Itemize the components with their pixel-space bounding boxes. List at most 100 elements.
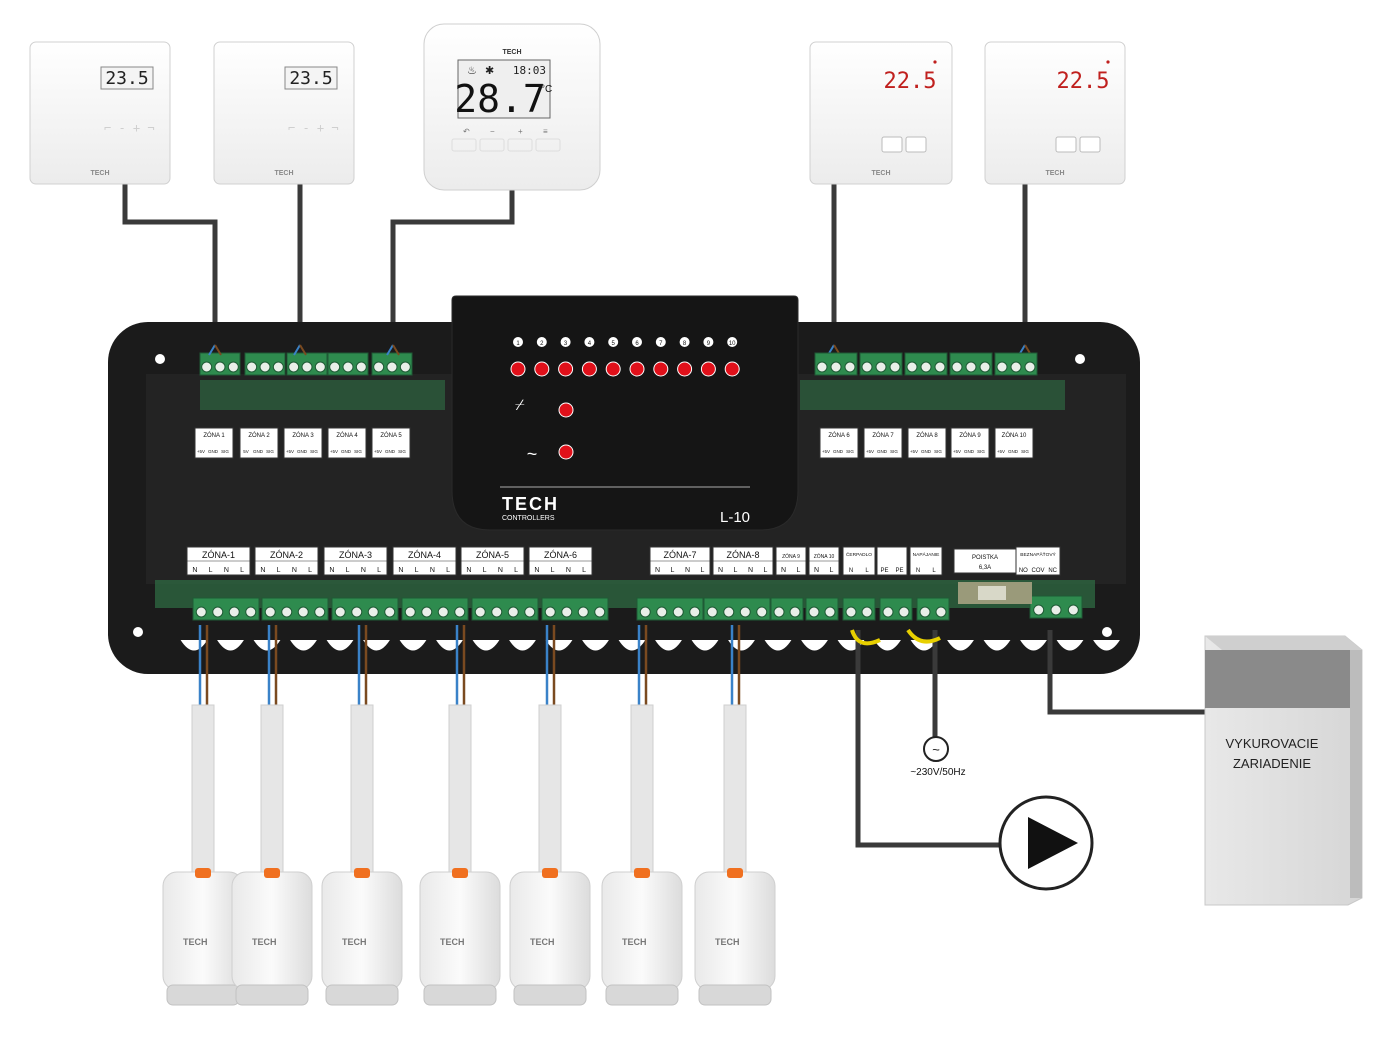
svg-text:~: ~ bbox=[932, 742, 940, 757]
cable-clamp bbox=[654, 639, 683, 652]
zone-sensor-name: ZÓNA 2 bbox=[248, 432, 270, 439]
terminal-screw bbox=[861, 606, 873, 618]
zone-number: 6 bbox=[635, 341, 639, 347]
brand-logo: TECH bbox=[1045, 170, 1064, 177]
pin-label: N bbox=[398, 567, 403, 574]
terminal-block bbox=[994, 352, 1038, 376]
zone-number: 5 bbox=[612, 341, 616, 347]
terminal-screw bbox=[561, 606, 573, 618]
room-regulator-2: 23.5 ⌐ - + ¬ TECH bbox=[213, 41, 355, 185]
actuator-brand: TECH bbox=[715, 937, 740, 947]
regulator-wires bbox=[122, 184, 1028, 345]
terminal-block bbox=[703, 597, 771, 621]
terminal-screw bbox=[288, 361, 300, 373]
zone-led bbox=[605, 361, 621, 377]
cable-clamp bbox=[325, 639, 355, 652]
terminal-screw bbox=[201, 361, 213, 373]
terminal-block bbox=[371, 352, 413, 376]
plus-button bbox=[905, 136, 927, 153]
actuator-base bbox=[423, 984, 497, 1006]
touch-buttons: ⌐ - + ¬ bbox=[104, 121, 155, 135]
cable-clamp bbox=[946, 639, 975, 652]
terminal-block bbox=[199, 352, 241, 376]
cable-clamp bbox=[1019, 639, 1048, 652]
pin-label: L bbox=[415, 567, 419, 574]
lcd-display bbox=[457, 59, 551, 119]
terminal-screw bbox=[421, 606, 433, 618]
top-terminals-left bbox=[199, 344, 1032, 376]
pin-label: L bbox=[377, 567, 381, 574]
actuator-body bbox=[509, 871, 591, 991]
zone-output-name: ZÓNA-3 bbox=[339, 550, 372, 560]
terminal-screw bbox=[334, 606, 346, 618]
room-regulator-5: 22.5 TECH bbox=[984, 41, 1126, 185]
zone-sensor-name: ZÓNA 3 bbox=[292, 432, 314, 439]
room-regulator-3: TECH ♨ ✱ 18:03 28.7 °C ↶ − + ≡ bbox=[423, 23, 601, 191]
pump-wiring bbox=[850, 629, 1094, 891]
terminal-screw bbox=[919, 606, 931, 618]
zone-indicator: 2 bbox=[534, 337, 550, 377]
pin-label: L bbox=[551, 567, 555, 574]
terminal-screw bbox=[342, 361, 354, 373]
pin-label: N bbox=[781, 567, 786, 574]
terminal-screw bbox=[524, 606, 536, 618]
pin-label: N bbox=[466, 567, 471, 574]
terminal-screw bbox=[212, 606, 224, 618]
actuator-base bbox=[235, 984, 309, 1006]
terminal-screw bbox=[373, 361, 385, 373]
actuator-brand: TECH bbox=[530, 937, 555, 947]
pin-label: NO bbox=[1019, 568, 1028, 574]
pin-label: SIG bbox=[1021, 449, 1029, 454]
terminal-screw bbox=[639, 606, 651, 618]
zone-number: 9 bbox=[707, 341, 711, 347]
actuator-body bbox=[162, 871, 244, 991]
actuator-brand: TECH bbox=[252, 937, 277, 947]
cable-clamp bbox=[252, 639, 282, 652]
terminal-screw bbox=[935, 606, 947, 618]
actuator-7: TECH bbox=[694, 625, 776, 1006]
terminal-screw bbox=[491, 606, 503, 618]
terminal-screw bbox=[756, 606, 768, 618]
terminal-screw bbox=[951, 361, 963, 373]
cable-clamp bbox=[289, 639, 318, 652]
pin-label: +5V bbox=[953, 449, 961, 454]
terminal-screw bbox=[214, 361, 226, 373]
pin-label: L bbox=[865, 568, 869, 574]
minus-button: − bbox=[490, 127, 495, 136]
zone-led bbox=[724, 361, 740, 377]
actuator-cable bbox=[350, 704, 374, 876]
cable-clamp bbox=[216, 639, 245, 652]
terminal-screw bbox=[689, 606, 701, 618]
terminal-screw bbox=[979, 361, 991, 373]
actuator-cable bbox=[538, 704, 562, 876]
terminal-screw bbox=[314, 606, 326, 618]
zone-indicator: 4 bbox=[581, 337, 597, 377]
terminal-screw bbox=[507, 606, 519, 618]
pin-label: SIG bbox=[977, 449, 985, 454]
lcd-display bbox=[100, 66, 154, 90]
terminal-screw bbox=[882, 606, 894, 618]
pin-label: +5V bbox=[330, 449, 338, 454]
zone-output-name: ZÓNA 10 bbox=[814, 553, 835, 560]
terminal-block bbox=[916, 597, 950, 621]
zone-led bbox=[653, 361, 669, 377]
cable-clamp bbox=[727, 639, 756, 652]
pin-label: L bbox=[346, 567, 350, 574]
pin-label: L bbox=[582, 567, 586, 574]
pin-label: SIG bbox=[890, 449, 898, 454]
zone-led bbox=[510, 361, 526, 377]
pin-label: GND bbox=[833, 449, 844, 454]
zone-number: 3 bbox=[564, 341, 568, 347]
actuator-indicator bbox=[452, 868, 468, 878]
pump-indicator-led bbox=[558, 402, 574, 418]
pin-label: 5V bbox=[243, 449, 249, 454]
lcd-temperature: 28.7 bbox=[454, 77, 546, 121]
terminal-screw bbox=[297, 606, 309, 618]
